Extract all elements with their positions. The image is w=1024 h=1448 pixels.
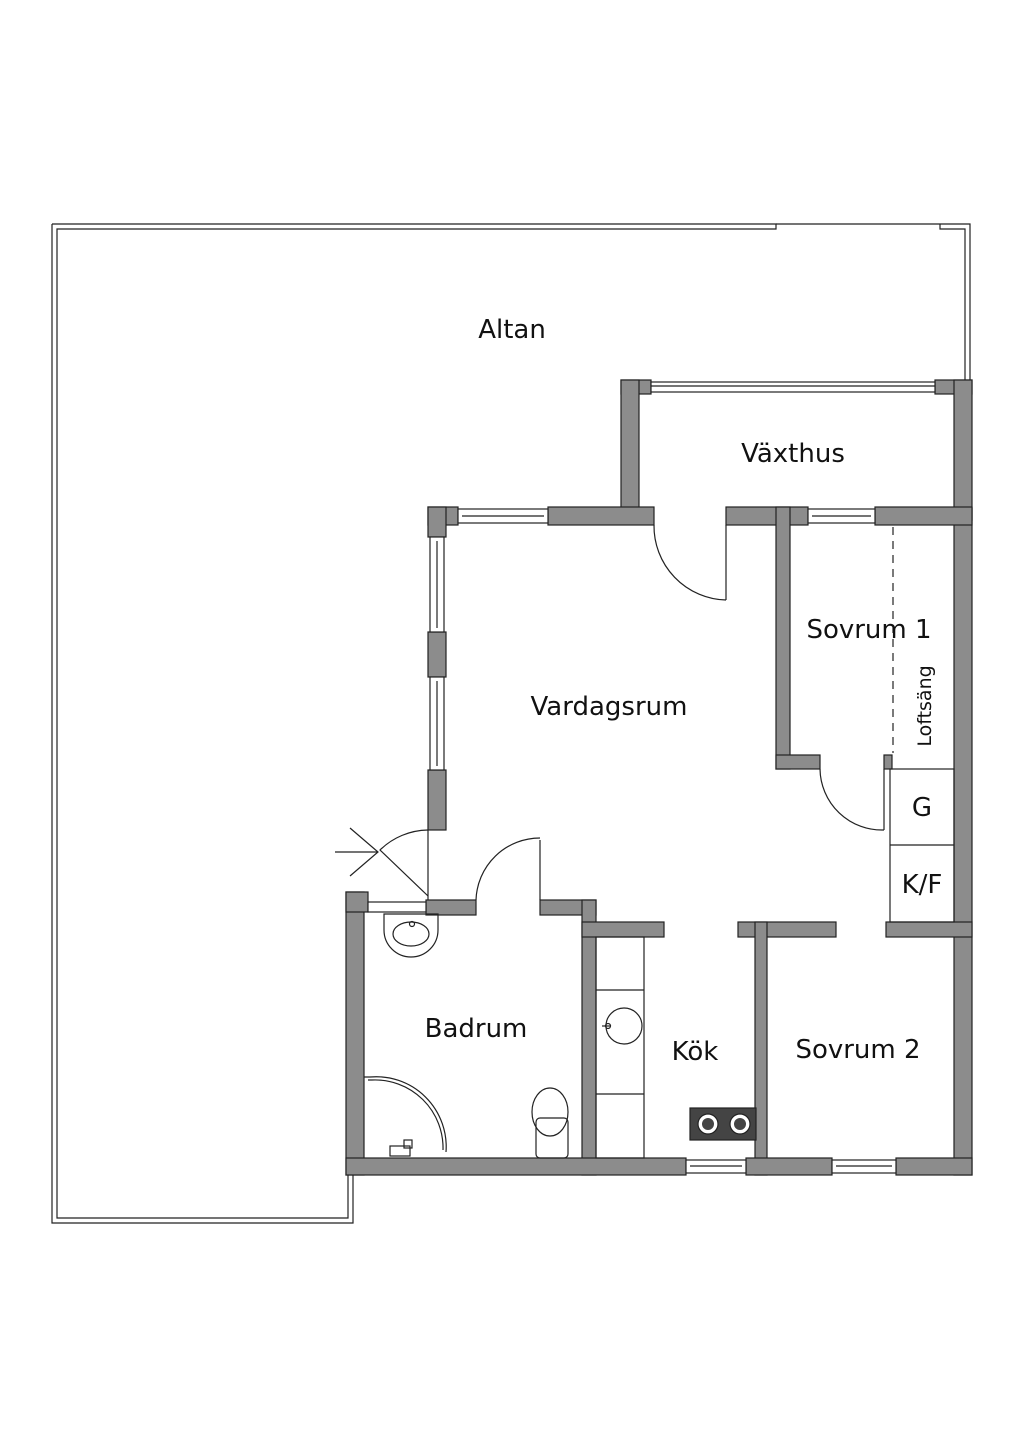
room-label-loftsang: Loftsäng [914,665,936,746]
room-label-kyl-frys: K/F [902,870,943,900]
windows [367,381,936,1174]
bathroom-fixtures [364,913,569,1159]
room-label-garderob: G [912,793,932,823]
room-label-vaxthus: Växthus [741,439,845,469]
doors [335,524,885,901]
room-label-badrum: Badrum [425,1014,528,1044]
kitchen-fixtures [595,936,757,1159]
room-label-sovrum-2: Sovrum 2 [795,1035,920,1065]
room-label-sovrum-1: Sovrum 1 [806,615,931,645]
room-label-kok: Kök [672,1037,719,1067]
room-label-altan: Altan [478,315,546,345]
terrace-outline [51,223,971,1224]
cabinets [889,768,955,923]
room-label-vardagsrum: Vardagsrum [531,692,688,722]
